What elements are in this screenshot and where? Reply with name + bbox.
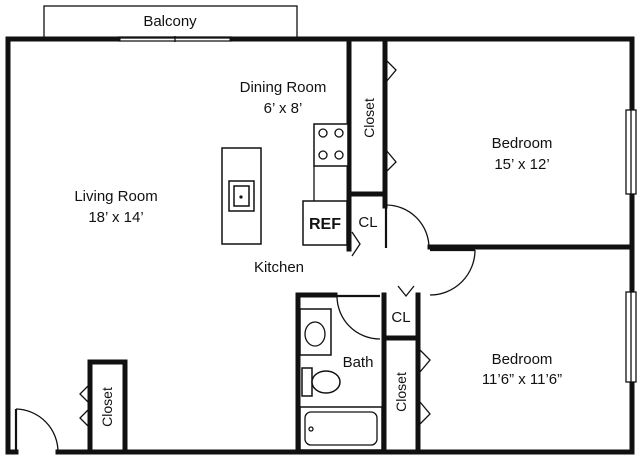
kitchen-label: Kitchen [254,259,304,276]
living-room-label: Living Room [74,188,157,205]
bedroom-2-label: Bedroom [492,351,553,368]
living-room-size: 18’ x 14’ [88,209,143,226]
room-labels: Dining Room 6’ x 8’ Living Room 18’ x 14… [74,79,562,427]
closet-doors [79,57,431,431]
stove [313,123,349,167]
closet-left-label: Closet [99,387,115,427]
closet-lower-right-label: Closet [393,372,409,412]
bath-fixtures [299,308,383,451]
interior-walls [87,36,635,455]
bedroom-1-label: Bedroom [492,135,553,152]
balcony-label: Balcony [143,13,197,30]
toilet-tank [301,367,313,397]
closet-cl-lower-label: CL [391,309,410,326]
refrigerator [302,200,348,246]
wall-west [5,36,121,455]
left-closet-walls [87,359,128,455]
bath-label: Bath [343,354,374,371]
toilet-bowl [311,370,341,394]
bathtub [299,406,383,451]
bath-vanity [299,308,332,356]
bedroom-1-size: 15’ x 12’ [494,156,549,173]
dining-room-label: Dining Room [240,79,327,96]
bedroom-2-size: 11’6” x 11’6” [482,371,562,388]
balcony-sliding-door [118,36,232,42]
east-windows [625,109,637,383]
balcony: Balcony [43,5,298,39]
entry-door [14,408,59,453]
closet-upper-label: Closet [361,98,377,138]
doors [336,204,476,340]
closet-cl-upper-label: CL [358,214,377,231]
dining-room-size: 6’ x 8’ [264,100,303,117]
kitchen-fixtures [221,123,349,246]
balcony-outline [43,5,298,39]
refrigerator-label: REF [309,216,341,233]
